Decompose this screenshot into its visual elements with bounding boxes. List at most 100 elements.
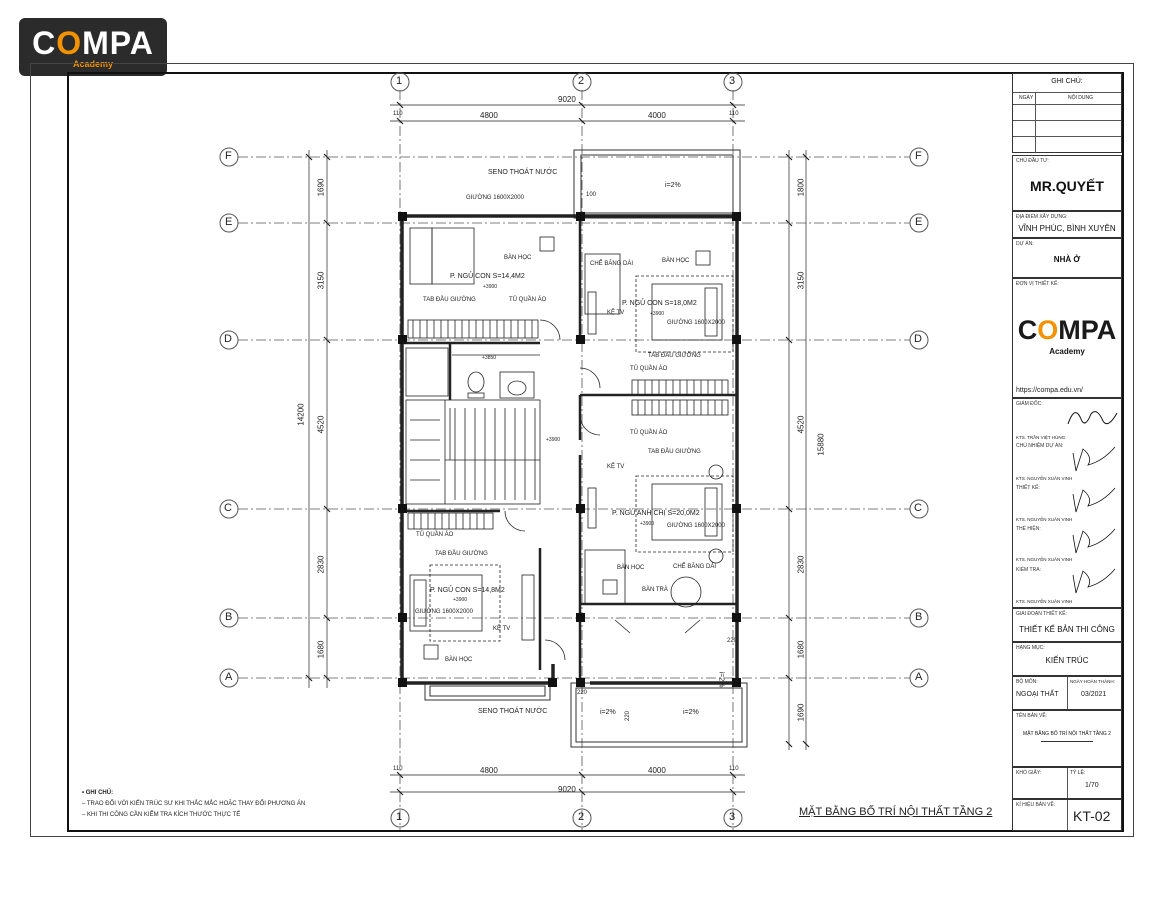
- label-level-4: +3900: [453, 597, 468, 603]
- axis-label-d-right: D: [914, 333, 922, 345]
- dim-right-6: 1690: [796, 703, 806, 722]
- label-slope-top: i=2%: [665, 182, 681, 189]
- logo-wordmark: COMPA: [32, 25, 154, 61]
- tb-designer-logo-sub: Academy: [1049, 347, 1085, 356]
- dim-top-total: 9020: [558, 95, 576, 104]
- staircase: [405, 399, 541, 505]
- notes-line-2: – KHI THI CÔNG CẦN KIỂM TRA KÍCH THƯỚC T…: [82, 812, 241, 818]
- tb-client-key: CHỦ ĐẦU TƯ:: [1016, 158, 1049, 164]
- tb-pm-key: CHỦ NHIỆM DỰ ÁN:: [1016, 443, 1064, 449]
- tb-signatures-box: GIÁM ĐỐC: KTS. TRẦN VIỆT HÙNG CHỦ NHIỆM …: [1012, 398, 1122, 608]
- tb-design-name: KTS. NGUYỄN XUÂN VINH: [1016, 517, 1073, 522]
- label-headboard-3: TAB ĐẦU GIƯỜNG: [648, 449, 701, 455]
- tb-code-key: KÍ HIỆU BẢN VẼ:: [1016, 802, 1056, 808]
- dim-right-2: 3150: [796, 271, 806, 290]
- tb-phase-key: GIAI ĐOẠN THIẾT KẾ:: [1016, 611, 1067, 617]
- tb-code-box: KÍ HIỆU BẢN VẼ: KT-02: [1012, 799, 1122, 831]
- signatures: [1067, 411, 1118, 594]
- tb-director-key: GIÁM ĐỐC:: [1016, 401, 1043, 407]
- tb-project-key: DỰ ÁN:: [1016, 241, 1034, 247]
- label-headboard-4: TAB ĐẦU GIƯỜNG: [435, 551, 488, 557]
- axis-label-2-bottom: 2: [578, 811, 585, 823]
- axis-label-d-left: D: [224, 333, 232, 345]
- label-long-shelf-1: CHỂ BĂNG DÀI: [590, 261, 634, 267]
- axis-label-1-top: 1: [396, 75, 403, 87]
- logo-subtitle: Academy: [72, 59, 114, 69]
- dim-misc-220a: 220: [727, 638, 738, 644]
- dim-misc-220c: 220: [625, 710, 632, 722]
- label-wardrobe-1: TỦ QUẦN ÁO: [509, 297, 547, 303]
- label-bed-3: GIƯỜNG 1600X2000: [667, 523, 725, 529]
- tb-checker-name: KTS. NGUYỄN XUÂN VINH: [1016, 599, 1073, 604]
- dim-left-2: 3150: [316, 271, 326, 290]
- label-desk-3: BÀN HỌC: [617, 565, 645, 571]
- tb-date-col: NGÀY: [1019, 95, 1034, 101]
- dim-top-small-left: 110: [393, 111, 403, 117]
- tb-notes-box: GHI CHÚ: NGÀY NỘI DUNG: [1012, 73, 1122, 153]
- label-tv-shelf-4: KỆ TV: [493, 626, 511, 632]
- drawing-title: MẶT BẰNG BỐ TRÍ NỘI THẤT TẦNG 2: [799, 806, 993, 818]
- tb-code-value: KT-02: [1073, 808, 1111, 824]
- beds: [409, 227, 734, 642]
- tb-drafter-key: THỂ HIỆN:: [1016, 526, 1041, 532]
- tb-content-col: NỘI DUNG: [1068, 95, 1093, 101]
- dim-top-left: 4800: [480, 111, 498, 120]
- dimension-lines: [305, 101, 810, 796]
- tb-notes-heading: GHI CHÚ:: [1051, 78, 1083, 85]
- axis-label-a-right: A: [915, 671, 923, 683]
- tb-category-value: KIẾN TRÚC: [1045, 656, 1089, 665]
- dim-left-3: 4520: [316, 415, 326, 434]
- label-desk-4: BÀN HỌC: [445, 657, 473, 663]
- tb-completion-value: 03/2021: [1081, 691, 1107, 698]
- label-level-1: +3900: [483, 284, 498, 290]
- label-long-shelf-3: CHỂ BĂNG DÀI: [673, 564, 717, 570]
- sheet-border: [30, 63, 1134, 837]
- dim-misc-100: 100: [586, 192, 597, 198]
- tb-paper-box: KHỔ GIẤY: TỶ LỆ: 1/70: [1012, 767, 1122, 799]
- label-wardrobe-2: TỦ QUẦN ÁO: [630, 366, 668, 372]
- tb-location-value: VĨNH PHÚC, BÌNH XUYÊN: [1018, 224, 1116, 233]
- tb-dept-key: BỘ MÔN:: [1016, 679, 1038, 685]
- tb-drawing-name-value: MẶT BẰNG BỐ TRÍ NỘI THẤT TẦNG 2: [1023, 731, 1111, 737]
- label-tea-table: BÀN TRÀ: [642, 587, 668, 593]
- dim-right-5: 1680: [796, 640, 806, 659]
- dim-bottom-small-right: 110: [729, 766, 739, 772]
- label-slope-b1: i=2%: [600, 709, 616, 716]
- tb-url-link[interactable]: https://compa.edu.vn/: [1016, 387, 1083, 394]
- dim-bottom-total: 9020: [558, 785, 576, 794]
- tb-dept-box: BỘ MÔN: NGOẠI THẤT NGÀY HOÀN THÀNH: 03/2…: [1012, 676, 1122, 710]
- dim-right-total: 15880: [816, 433, 826, 456]
- axis-label-3-bottom: 3: [729, 811, 736, 823]
- dim-left-5: 1680: [316, 640, 326, 659]
- dim-top-right: 4000: [648, 111, 666, 120]
- label-slope-b2: i=2%: [683, 709, 699, 716]
- label-seno-bottom: SENO THOÁT NƯỚC: [478, 708, 548, 715]
- dim-misc-220b: 220: [577, 690, 588, 696]
- dim-bottom-left: 4800: [480, 766, 498, 775]
- tb-designer-key: ĐƠN VỊ THIẾT KẾ:: [1016, 281, 1059, 287]
- dim-bottom-small-left: 110: [393, 766, 403, 772]
- axis-label-3-top: 3: [729, 75, 736, 87]
- tb-category-key: HẠNG MỤC:: [1016, 645, 1045, 651]
- label-wardrobe-4: TỦ QUẦN ÁO: [416, 532, 454, 538]
- axis-label-2-top: 2: [578, 75, 585, 87]
- tb-scale-value: 1/70: [1085, 782, 1099, 789]
- axis-label-c-right: C: [914, 502, 922, 514]
- tb-completion-key: NGÀY HOÀN THÀNH:: [1070, 679, 1115, 684]
- notes-title: • GHI CHÚ:: [82, 790, 114, 796]
- tb-phase-box: GIAI ĐOẠN THIẾT KẾ: THIẾT KẾ BẢN THI CÔN…: [1012, 608, 1122, 642]
- label-room-4: P. NGỦ CON S=14,8M2: [430, 587, 505, 594]
- tb-project-box: DỰ ÁN: NHÀ Ở: [1012, 238, 1122, 278]
- axis-label-f-left: F: [225, 150, 232, 162]
- wardrobes: [407, 319, 729, 530]
- label-room-2: P. NGỦ CON S=18,0M2: [622, 300, 697, 307]
- tb-project-value: NHÀ Ở: [1053, 255, 1081, 264]
- axis-label-f-right: F: [915, 150, 922, 162]
- axis-label-b-right: B: [915, 611, 923, 623]
- dim-left-1: 1690: [316, 178, 326, 197]
- axis-label-a-left: A: [225, 671, 233, 683]
- tb-client-value: MR.QUYẾT: [1030, 178, 1104, 194]
- tb-client-box: CHỦ ĐẦU TƯ: MR.QUYẾT: [1012, 155, 1122, 211]
- label-room-1: P. NGỦ CON S=14,4M2: [450, 273, 525, 280]
